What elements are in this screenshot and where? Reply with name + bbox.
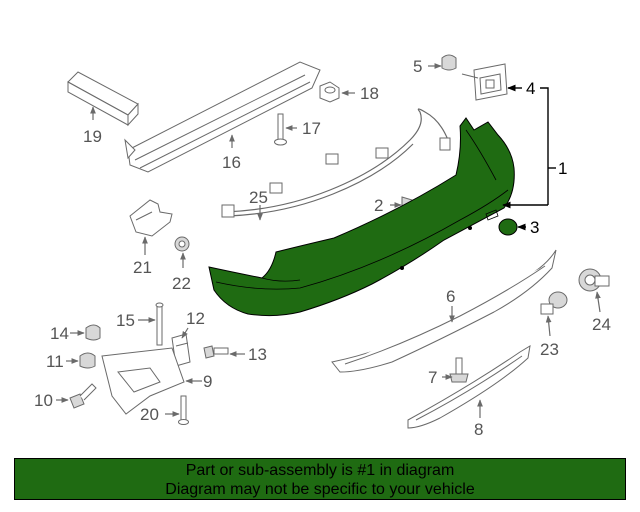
callout-24[interactable]: 24	[592, 315, 611, 334]
part-9-side-bracket[interactable]	[101, 347, 185, 415]
callout-10[interactable]: 10	[34, 391, 53, 410]
part-7-stud[interactable]	[449, 357, 469, 383]
callout-21[interactable]: 21	[133, 258, 152, 277]
part-20-bolt[interactable]	[178, 395, 189, 425]
callout-17[interactable]: 17	[302, 119, 321, 138]
callout-12[interactable]: 12	[186, 309, 205, 328]
part-5-clip[interactable]	[441, 54, 457, 71]
banner-line-2: Diagram may not be specific to your vehi…	[165, 481, 475, 498]
part-8-lower-trim[interactable]	[407, 345, 531, 429]
callout-14[interactable]: 14	[50, 324, 69, 343]
callout-19[interactable]: 19	[83, 127, 102, 146]
part-19-absorber-block[interactable]	[67, 71, 139, 127]
part-22-grommet[interactable]	[174, 236, 190, 252]
callout-20[interactable]: 20	[140, 405, 159, 424]
part-10-screw[interactable]	[69, 383, 97, 409]
part-3-cap[interactable]	[498, 218, 518, 236]
part-13-bolt[interactable]	[203, 345, 229, 359]
callout-7[interactable]: 7	[428, 368, 437, 387]
callout-4[interactable]: 4	[526, 79, 535, 98]
part-16-reinforcement-bar[interactable]	[124, 61, 321, 173]
callout-6[interactable]: 6	[446, 287, 455, 306]
callout-2[interactable]: 2	[374, 196, 383, 215]
part-15-rod[interactable]	[155, 302, 164, 346]
part-24-sensor[interactable]	[578, 268, 610, 292]
callout-18[interactable]: 18	[360, 84, 379, 103]
callout-15[interactable]: 15	[116, 311, 135, 330]
callout-8[interactable]: 8	[474, 420, 483, 439]
callout-3[interactable]: 3	[530, 218, 539, 237]
part-25-wiring-harness[interactable]	[221, 108, 451, 218]
part-17-bolt[interactable]	[274, 113, 287, 146]
part-1-bumper-cover[interactable]	[208, 117, 515, 317]
part-11-clip[interactable]	[79, 352, 96, 369]
callout-23[interactable]: 23	[540, 340, 559, 359]
parts-diagram: 1 2 3 4 5 6 7 8 9 10 11 12 13 14 15 16 1…	[34, 54, 611, 439]
part-14-clip[interactable]	[85, 324, 101, 341]
callout-5[interactable]: 5	[413, 57, 422, 76]
callout-25[interactable]: 25	[249, 188, 268, 207]
part-6-absorber[interactable]	[331, 249, 557, 373]
callout-22[interactable]: 22	[172, 274, 191, 293]
part-23-sensor-holder[interactable]	[540, 291, 568, 315]
banner-line-1: Part or sub-assembly is #1 in diagram	[185, 462, 455, 479]
callout-1[interactable]: 1	[558, 159, 567, 178]
part-21-bracket[interactable]	[129, 199, 173, 237]
disclaimer-banner: Part or sub-assembly is #1 in diagram Di…	[14, 458, 626, 500]
part-4-bracket[interactable]	[461, 63, 508, 101]
callout-9[interactable]: 9	[203, 372, 212, 391]
part-18-nut[interactable]	[319, 81, 340, 103]
callout-13[interactable]: 13	[248, 345, 267, 364]
callout-11[interactable]: 11	[46, 352, 64, 371]
bumper-cover-shape[interactable]	[208, 117, 515, 317]
callout-16[interactable]: 16	[222, 153, 241, 172]
